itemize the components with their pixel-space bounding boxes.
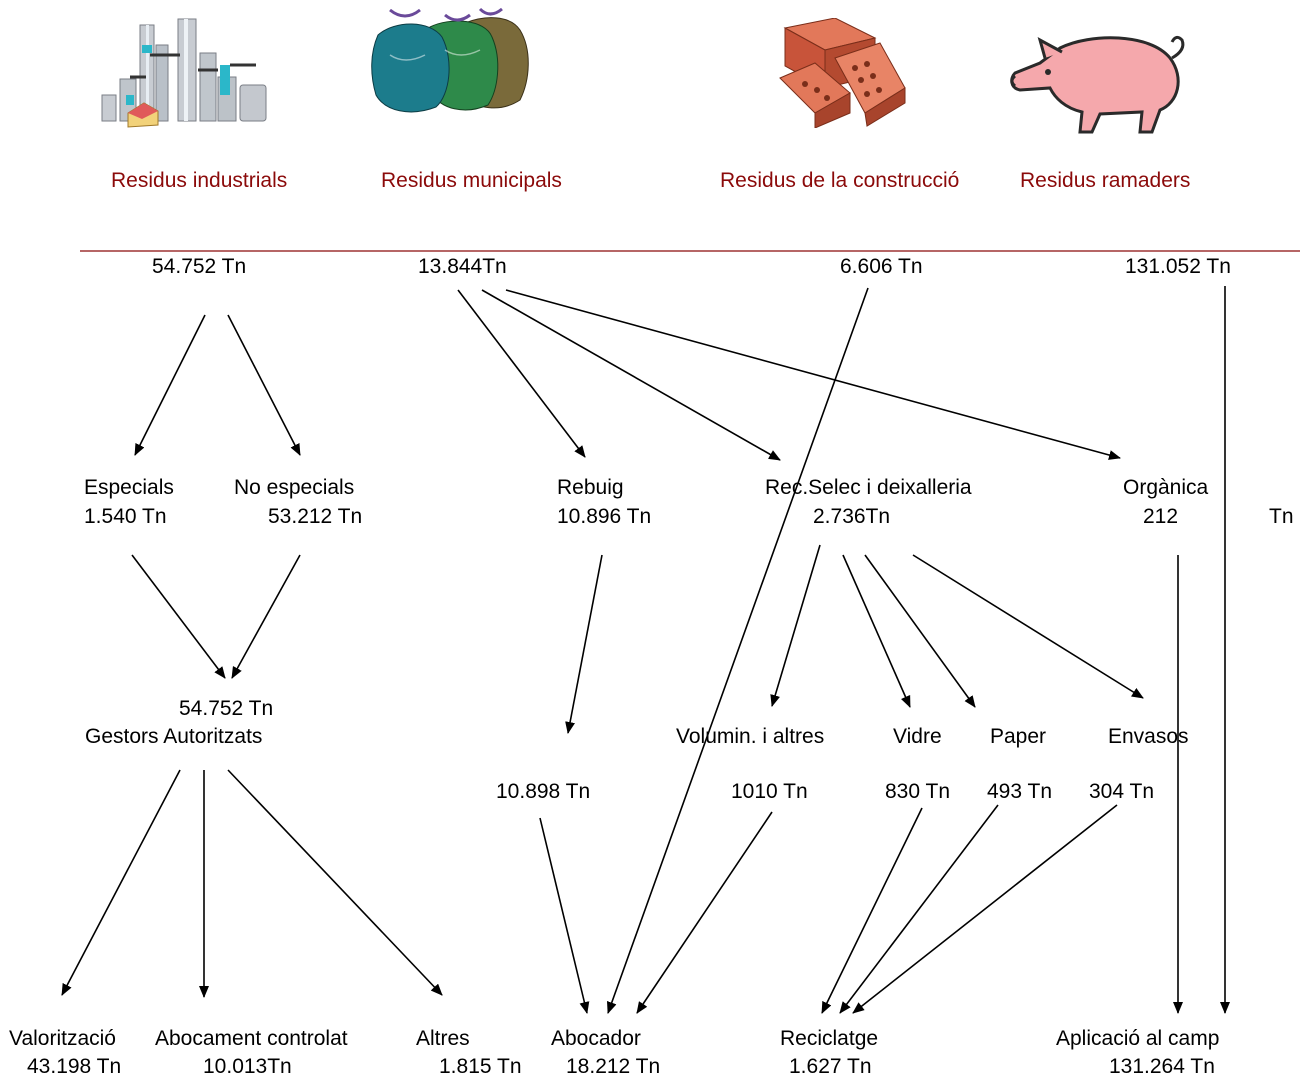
organica-unit: Tn [1269,505,1294,528]
rebuig-label: Rebuig [557,476,624,499]
recselec-label: Rec.Selec i deixalleria [765,476,972,499]
arrow-especials-gestors [131,554,226,679]
valoritzacio-value: 43.198 Tn [27,1055,122,1078]
arrow-volumin-abocador [636,811,773,1014]
paper-value: 493 Tn [987,780,1052,803]
arrow-recselec-envasos [912,554,1144,699]
noespecials-value: 53.212 Tn [268,505,363,528]
arrow-vidre-reciclatge [821,807,923,1014]
abocament-label: Abocament controlat [155,1027,348,1050]
organica-value: 212 [1143,505,1179,528]
vidre-value: 830 Tn [885,780,950,803]
arrow-noespecials-gestors [231,554,301,679]
abocador-label: Abocador [551,1027,641,1050]
aplicacio-label: Aplicació al camp [1056,1027,1220,1050]
total-municipals: 13.844Tn [418,255,507,278]
altres-value: 1.815 Tn [439,1055,522,1078]
bricks-icon [779,18,906,128]
recselec-value: 2.736Tn [813,505,891,528]
arrow-envasos-reciclatge [852,804,1118,1014]
envasos-label: Envasos [1108,725,1189,748]
vidre-label: Vidre [893,725,942,748]
arrow-municipals-rebuig [457,289,586,458]
especials-label: Especials [84,476,174,499]
noespecials-label: No especials [234,476,355,499]
organica-label: Orgànica [1123,476,1209,499]
arrow-recselec-vidre [842,554,911,708]
volumin-label: Volumin. i altres [676,725,825,748]
category-municipals: Residus municipals [381,169,562,192]
abocament-value: 10.013Tn [203,1055,292,1078]
arrow-rebuig-down [565,554,603,734]
arrow-industrials-noespecials [227,314,301,456]
especials-value: 1.540 Tn [84,505,167,528]
valoritzacio-label: Valorització [9,1027,116,1050]
arrow-construccio-abocador [607,287,869,1014]
arrow-gestors-valoritzacio [61,769,181,996]
reciclatge-value: 1.627 Tn [789,1055,872,1078]
total-industrials: 54.752 Tn [152,255,247,278]
arrow-recselec-paper [864,554,976,708]
arrow-rebuigval-abocador [539,817,590,1014]
arrow-recselec-volumin [770,544,821,707]
garbage-bags-icon [371,7,529,113]
envasos-value: 304 Tn [1089,780,1154,803]
aplicacio-value: 131.264 Tn [1109,1055,1215,1078]
reciclatge-label: Reciclatge [780,1027,879,1050]
altres-label: Altres [416,1027,470,1050]
arrow-municipals-organica [505,289,1121,460]
factory-icon [100,18,275,129]
volumin-value: 1010 Tn [731,780,808,803]
gestors-value: 54.752 Tn [179,697,274,720]
category-construccio: Residus de la construcció [720,169,960,192]
total-ramaders: 131.052 Tn [1125,255,1231,278]
category-ramaders: Residus ramaders [1020,169,1191,192]
rebuig-second-value: 10.898 Tn [496,780,591,803]
paper-label: Paper [990,725,1047,748]
abocador-value: 18.212 Tn [566,1055,661,1078]
gestors-label: Gestors Autoritzats [85,725,263,748]
arrow-industrials-especials [134,314,206,456]
pig-icon [1010,35,1185,134]
rebuig-value: 10.896 Tn [557,505,652,528]
arrow-paper-reciclatge [839,804,999,1014]
total-construccio: 6.606 Tn [840,255,923,278]
category-industrials: Residus industrials [111,169,288,192]
arrow-municipals-recselec [481,289,781,461]
arrow-gestors-altres [227,769,443,996]
